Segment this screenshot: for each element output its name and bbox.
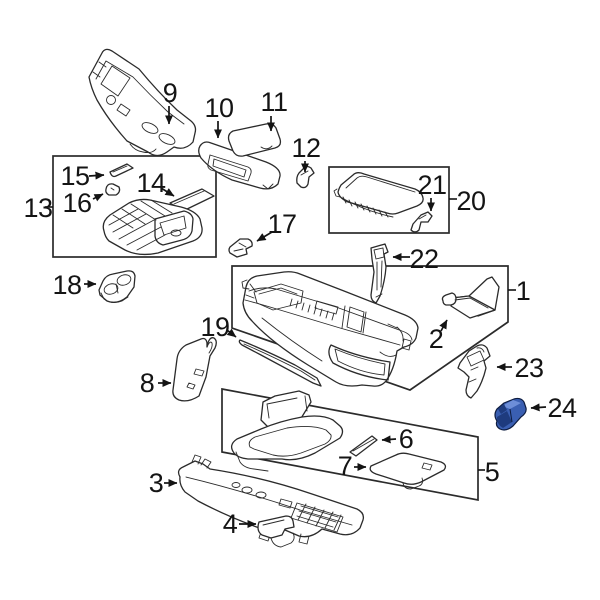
part-6-trim-strip — [349, 435, 378, 457]
part-15-retainer-strip — [109, 163, 134, 178]
callout-labels: 1 2 3 4 5 6 7 8 9 10 11 12 13 14 15 16 1… — [23, 78, 577, 539]
part-13-console-insulator — [102, 198, 203, 256]
callout-3: 3 — [149, 468, 164, 498]
callout-23: 23 — [514, 353, 543, 383]
callout-4: 4 — [223, 509, 238, 539]
callout-10: 10 — [204, 93, 233, 123]
callout-16: 16 — [62, 188, 91, 218]
callout-19: 19 — [200, 312, 229, 342]
callout-14: 14 — [136, 168, 166, 198]
part-1-console-body — [241, 271, 419, 387]
callout-2: 2 — [429, 324, 444, 354]
callout-21: 21 — [417, 170, 446, 200]
part-20-armrest-lid — [333, 172, 424, 218]
part-4-bracket — [257, 515, 295, 548]
callout-24: 24 — [547, 393, 577, 423]
part-22-bracket-column — [370, 243, 389, 304]
group-box-1 — [231, 265, 509, 391]
part-7-bin-mat — [369, 452, 447, 490]
part-16-clip — [105, 183, 121, 196]
callout-9: 9 — [163, 78, 178, 108]
leader-lines — [84, 106, 547, 528]
part-19-side-trim-strip — [238, 339, 322, 387]
leader-19 — [226, 328, 237, 338]
leader-2 — [439, 319, 448, 332]
part-24-switch-highlighted — [494, 397, 527, 431]
callout-1: 1 — [516, 276, 531, 306]
leader-16 — [92, 193, 104, 202]
part-9-upper-console-panel — [88, 48, 197, 157]
part-23-bracket — [457, 344, 491, 399]
callout-17: 17 — [267, 209, 296, 239]
leader-24 — [530, 403, 547, 412]
callout-12: 12 — [291, 133, 320, 163]
part-3-console-base — [177, 454, 365, 545]
leader-17 — [256, 231, 273, 242]
part-5-storage-bin — [230, 390, 344, 472]
callout-22: 22 — [409, 244, 438, 274]
callout-5: 5 — [485, 457, 500, 487]
callout-20: 20 — [456, 186, 485, 216]
leader-15 — [88, 171, 105, 180]
part-18-cupholder-insert — [98, 270, 136, 304]
part-2-mount-bracket — [441, 276, 500, 319]
callout-13: 13 — [23, 193, 52, 223]
leader-14 — [160, 187, 175, 197]
group-box-5 — [221, 387, 479, 502]
callout-7: 7 — [338, 451, 353, 481]
callout-15: 15 — [60, 161, 89, 191]
callout-8: 8 — [140, 368, 155, 398]
leader-6 — [381, 435, 397, 444]
part-21-lid-hinge — [410, 211, 433, 233]
callout-18: 18 — [52, 270, 81, 300]
callout-6: 6 — [399, 424, 414, 454]
group-box-20 — [328, 166, 450, 234]
part-10-console-trim-panel — [198, 141, 281, 190]
part-17-clip-bracket — [228, 238, 253, 258]
part-8-side-panel — [172, 337, 217, 402]
group-boxes — [45, 155, 516, 502]
callout-11: 11 — [260, 87, 287, 117]
part-11-lid-blank-panel — [227, 123, 282, 157]
